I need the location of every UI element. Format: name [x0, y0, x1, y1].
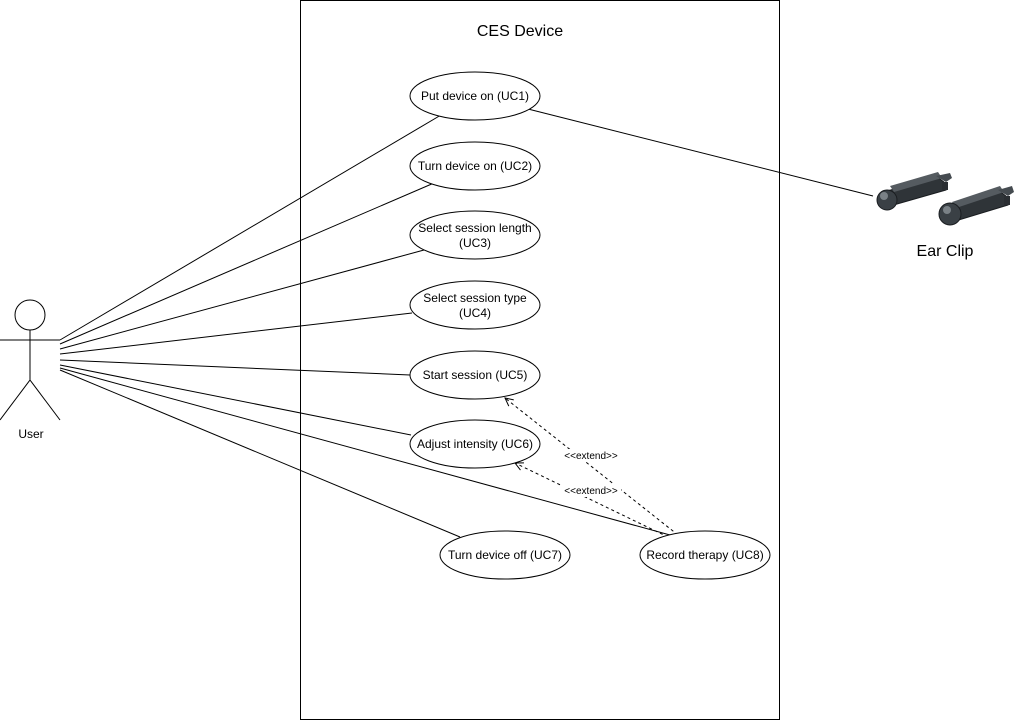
actor-ear-clip-label: Ear Clip — [917, 243, 974, 260]
uc3-label-line1: Select session length — [418, 221, 531, 235]
stick-figure-icon — [0, 299, 61, 421]
extend-label-2: <<extend>> — [564, 486, 618, 497]
system-title: CES Device — [477, 23, 563, 40]
ear-clip-icon — [876, 172, 1014, 226]
uc6-label: Adjust intensity (UC6) — [417, 437, 533, 451]
extend-label-bg-2 — [562, 484, 621, 497]
actor-user-label: User — [18, 427, 43, 441]
system-boundary — [300, 0, 780, 720]
extend-label-1: <<extend>> — [564, 451, 618, 462]
actor-ear-clip[interactable]: Ear Clip — [876, 172, 1014, 260]
uc4-label-line2: (UC4) — [459, 306, 491, 320]
assoc-user-uc6 — [59, 364, 412, 436]
assoc-user-uc2 — [59, 182, 435, 345]
uc1-label: Put device on (UC1) — [421, 89, 529, 103]
use-case-uc1[interactable]: Put device on (UC1) — [409, 71, 541, 121]
uc7-label: Turn device off (UC7) — [448, 548, 562, 562]
use-case-uc3[interactable]: Select session length (UC3) — [409, 210, 541, 260]
use-case-uc4[interactable]: Select session type (UC4) — [409, 280, 541, 330]
assoc-user-uc4 — [59, 312, 413, 355]
uc8-label: Record therapy (UC8) — [646, 548, 763, 562]
use-case-uc2[interactable]: Turn device on (UC2) — [409, 141, 541, 191]
use-case-uc5[interactable]: Start session (UC5) — [409, 350, 541, 400]
assoc-user-uc3 — [59, 249, 425, 350]
use-case-uc6[interactable]: Adjust intensity (UC6) — [409, 419, 541, 469]
assoc-user-uc7 — [59, 369, 461, 538]
use-case-uc7[interactable]: Turn device off (UC7) — [439, 530, 571, 580]
assoc-user-uc5 — [59, 359, 411, 376]
actor-user[interactable]: User — [0, 299, 61, 441]
uc3-label-line2: (UC3) — [459, 236, 491, 250]
assoc-user-uc8 — [59, 367, 671, 536]
use-case-uc8[interactable]: Record therapy (UC8) — [639, 530, 771, 580]
uc4-label-line1: Select session type — [423, 291, 527, 305]
uc5-label: Start session (UC5) — [423, 368, 528, 382]
extend-relations: <<extend>> <<extend>> — [505, 398, 679, 538]
extend-label-bg-1 — [562, 449, 621, 462]
assoc-user-uc1 — [59, 114, 442, 341]
uc2-label: Turn device on (UC2) — [418, 159, 532, 173]
user-associations — [59, 114, 671, 538]
extend-uc8-uc6 — [515, 463, 669, 538]
assoc-uc1-ear-clip — [527, 108, 874, 197]
extend-uc8-uc5 — [505, 398, 679, 536]
